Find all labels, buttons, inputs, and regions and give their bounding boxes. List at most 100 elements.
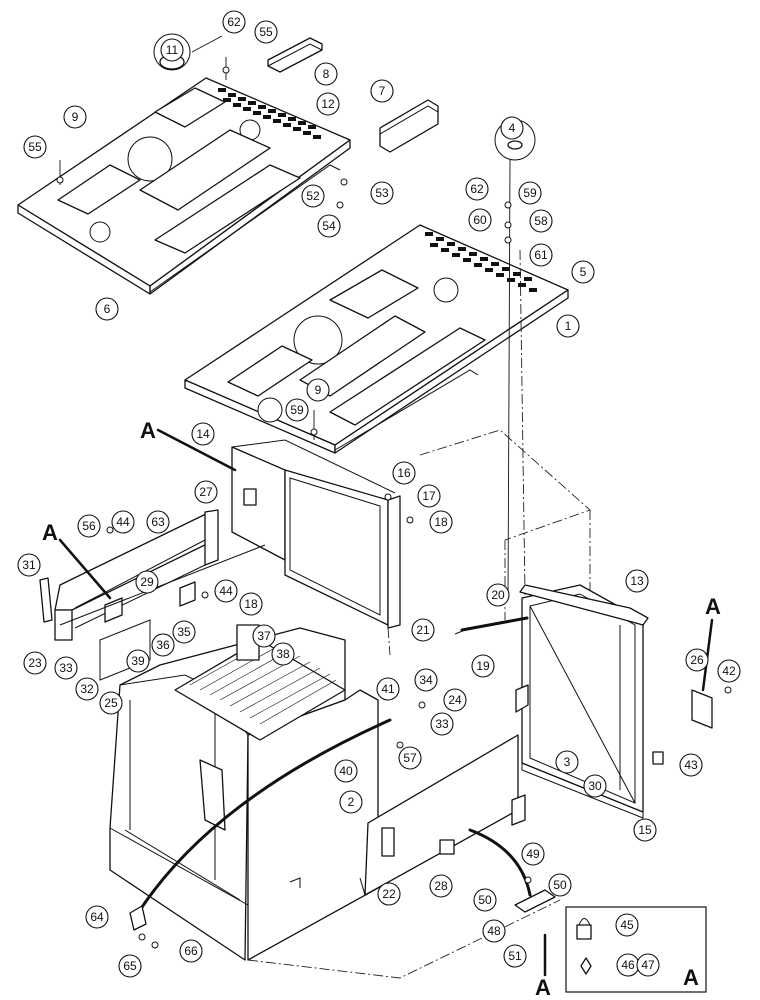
callout-31: 31: [17, 553, 41, 577]
callout-24: 24: [443, 688, 467, 712]
callout-13: 13: [625, 569, 649, 593]
callout-16: 16: [392, 461, 416, 485]
callout-59a: 59: [518, 181, 542, 205]
lanyard-cable-right: [468, 828, 532, 897]
svg-text:2: 2: [348, 795, 355, 809]
callouts: 1 2 3 4 5 6 7 8 9 9 11 12 13 14 15 16 17…: [17, 10, 741, 978]
fasteners: [56, 66, 732, 949]
callout-64: 64: [85, 905, 109, 929]
svg-text:15: 15: [638, 823, 652, 837]
callout-58: 58: [529, 209, 553, 233]
gas-strut-19: [460, 616, 529, 632]
callout-22: 22: [377, 882, 401, 906]
svg-text:56: 56: [82, 519, 96, 533]
callout-57: 57: [398, 746, 422, 770]
svg-text:33: 33: [59, 661, 73, 675]
callout-11: 11: [160, 38, 184, 62]
plug-4: [507, 140, 523, 150]
callout-45: 45: [615, 913, 639, 937]
callout-18a: 18: [429, 510, 453, 534]
callout-60: 60: [468, 208, 492, 232]
callout-55b: 55: [23, 135, 47, 159]
callout-19: 19: [471, 654, 495, 678]
svg-text:22: 22: [382, 887, 396, 901]
svg-text:63: 63: [151, 515, 165, 529]
svg-text:5: 5: [580, 265, 587, 279]
svg-text:4: 4: [509, 121, 516, 135]
callout-35: 35: [172, 620, 196, 644]
svg-text:44: 44: [219, 584, 233, 598]
callout-34: 34: [414, 668, 438, 692]
svg-text:29: 29: [140, 575, 154, 589]
lower-floor-plate: [184, 224, 569, 454]
padlock-icon: [576, 924, 592, 940]
callout-43: 43: [679, 753, 703, 777]
callout-9b: 9: [306, 378, 330, 402]
svg-text:50: 50: [478, 893, 492, 907]
svg-text:25: 25: [104, 696, 118, 710]
callout-56: 56: [77, 514, 101, 538]
svg-text:11: 11: [166, 43, 179, 57]
svg-text:20: 20: [491, 588, 505, 602]
callout-9a: 9: [63, 105, 87, 129]
svg-text:9: 9: [72, 110, 79, 124]
callout-51: 51: [503, 944, 527, 968]
svg-text:36: 36: [156, 638, 170, 652]
svg-text:42: 42: [722, 664, 736, 678]
svg-text:37: 37: [257, 629, 271, 643]
callout-37: 37: [252, 624, 276, 648]
hinge-64: [129, 905, 147, 931]
callout-23: 23: [23, 651, 47, 675]
svg-text:57: 57: [403, 751, 417, 765]
callout-26: 26: [685, 648, 709, 672]
svg-text:12: 12: [321, 97, 335, 111]
svg-text:6: 6: [104, 302, 111, 316]
svg-text:7: 7: [379, 84, 386, 98]
callout-33a: 33: [54, 656, 78, 680]
svg-text:3: 3: [564, 755, 571, 769]
callout-32: 32: [75, 677, 99, 701]
svg-text:40: 40: [339, 764, 353, 778]
lower-front-panel: [359, 684, 529, 896]
callout-3: 3: [555, 750, 579, 774]
callout-49: 49: [521, 842, 545, 866]
callout-29: 29: [135, 570, 159, 594]
callout-50b: 50: [548, 873, 572, 897]
front-door-assembly: [231, 439, 401, 656]
callout-4: 4: [500, 116, 524, 140]
callout-44b: 44: [214, 579, 238, 603]
svg-text:58: 58: [534, 214, 548, 228]
callout-7: 7: [370, 79, 394, 103]
callout-36: 36: [151, 633, 175, 657]
callout-2: 2: [339, 790, 363, 814]
callout-44a: 44: [111, 510, 135, 534]
callout-61: 61: [529, 243, 553, 267]
svg-text:18: 18: [434, 515, 448, 529]
callout-62a: 62: [222, 10, 246, 34]
svg-text:23: 23: [28, 656, 42, 670]
key-icon: [580, 957, 592, 975]
svg-text:62: 62: [470, 182, 484, 196]
callout-18b: 18: [239, 592, 263, 616]
callout-14: 14: [191, 422, 215, 446]
svg-text:34: 34: [419, 673, 433, 687]
angle-bracket-8: [267, 37, 323, 73]
callout-41: 41: [376, 677, 400, 701]
callout-8: 8: [314, 62, 338, 86]
callout-15: 15: [633, 818, 657, 842]
svg-text:59: 59: [290, 403, 304, 417]
callout-28: 28: [429, 874, 453, 898]
svg-text:47: 47: [641, 958, 655, 972]
svg-text:14: 14: [196, 427, 210, 441]
svg-text:1: 1: [565, 319, 572, 333]
svg-text:A: A: [705, 594, 721, 619]
svg-text:19: 19: [476, 659, 490, 673]
callout-33b: 33: [430, 712, 454, 736]
svg-text:A: A: [140, 418, 156, 443]
svg-text:13: 13: [630, 574, 644, 588]
callout-62b: 62: [465, 177, 489, 201]
svg-text:31: 31: [22, 558, 36, 572]
svg-text:27: 27: [199, 485, 213, 499]
svg-text:44: 44: [116, 515, 130, 529]
